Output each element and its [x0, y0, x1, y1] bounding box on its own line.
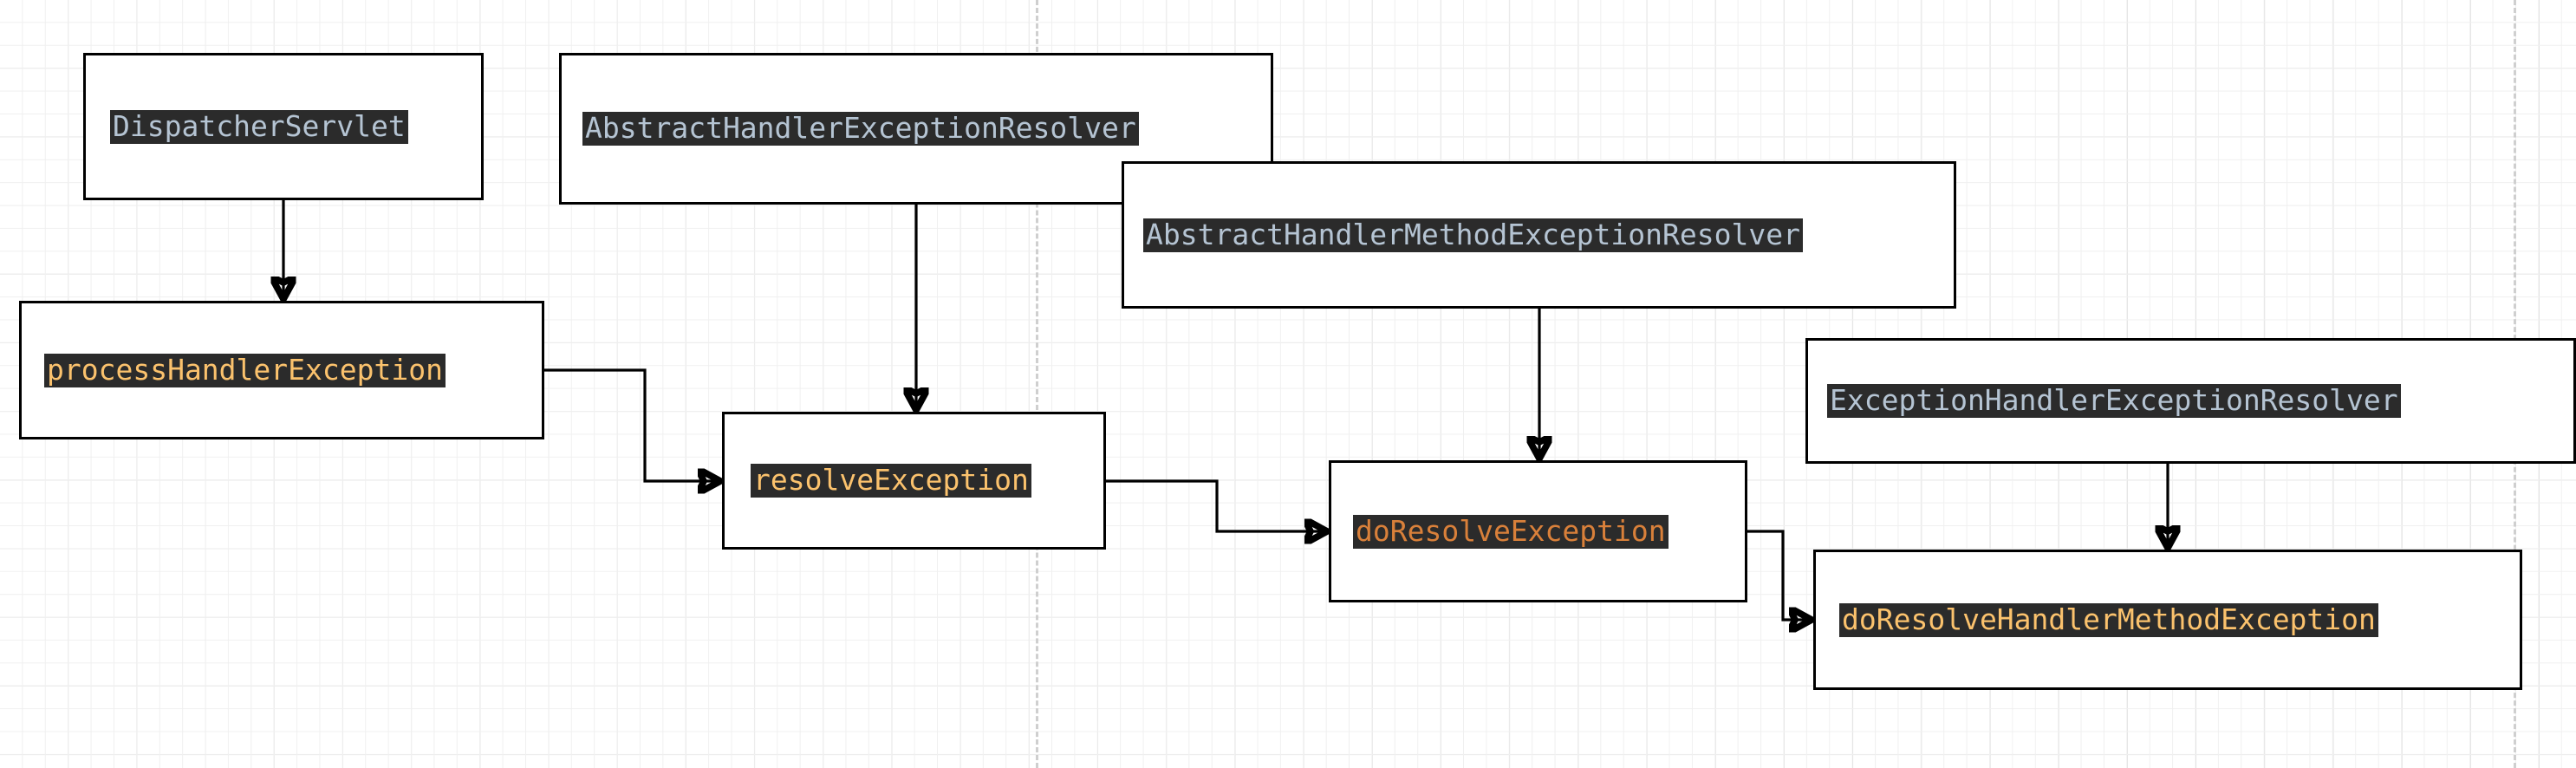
node-label-abstract-handler-exception-resolver: AbstractHandlerExceptionResolver: [582, 112, 1139, 146]
node-label-dispatcher-servlet: DispatcherServlet: [110, 109, 408, 144]
node-process-handler-exception[interactable]: processHandlerException: [19, 301, 544, 439]
node-label-do-resolve-handler-method-exception: doResolveHandlerMethodException: [1839, 602, 2378, 637]
edge-resolve-to-do-resolve: [1104, 479, 1326, 531]
node-exception-handler-exception-resolver[interactable]: ExceptionHandlerExceptionResolver: [1805, 338, 2576, 464]
edge-do-resolve-to-handler-method: [1746, 530, 1811, 620]
node-abstract-handler-exception-resolver[interactable]: AbstractHandlerExceptionResolver: [559, 53, 1273, 205]
node-do-resolve-exception[interactable]: doResolveException: [1329, 460, 1747, 602]
node-label-exception-handler-exception-resolver: ExceptionHandlerExceptionResolver: [1827, 384, 2401, 418]
node-label-resolve-exception: resolveException: [751, 464, 1031, 498]
node-label-do-resolve-exception: doResolveException: [1353, 514, 1669, 549]
node-resolve-exception[interactable]: resolveException: [722, 412, 1106, 550]
node-dispatcher-servlet[interactable]: DispatcherServlet: [83, 53, 484, 200]
edge-process-to-resolve: [543, 368, 719, 481]
node-abstract-handler-method-exception-resolver[interactable]: AbstractHandlerMethodExceptionResolver: [1122, 161, 1956, 309]
node-label-abstract-handler-method-exception-resolver: AbstractHandlerMethodExceptionResolver: [1143, 218, 1803, 252]
node-label-process-handler-exception: processHandlerException: [44, 353, 446, 387]
node-do-resolve-handler-method-exception[interactable]: doResolveHandlerMethodException: [1813, 550, 2522, 690]
